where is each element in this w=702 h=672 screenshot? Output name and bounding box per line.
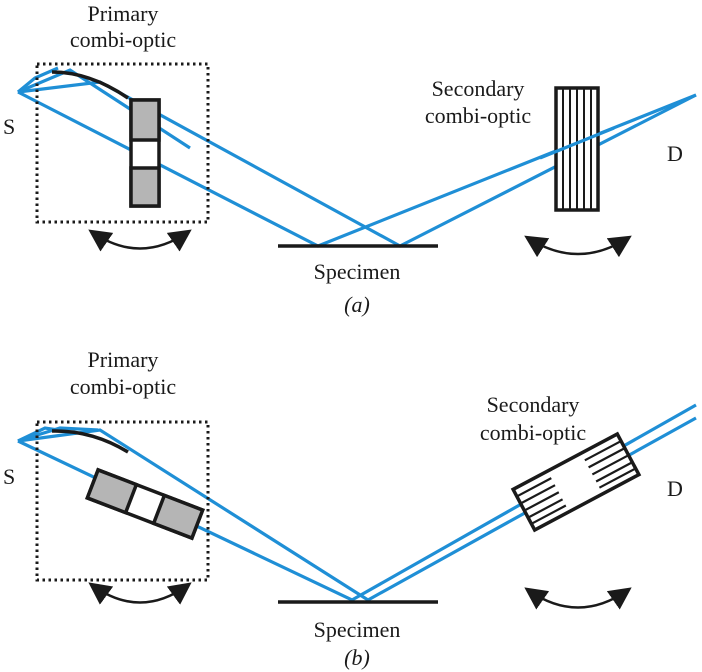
secondary-label-line2: combi-optic <box>480 420 587 445</box>
curved-mirror-icon <box>51 429 129 454</box>
panel-b: Primary combi-optic Secondary combi-opti… <box>3 347 697 670</box>
primary-optic-box-b <box>35 420 210 582</box>
primary-label-line2: combi-optic <box>70 374 177 399</box>
beam-through-secondary-a <box>539 126 615 160</box>
secondary-label-line1: Secondary <box>487 392 580 417</box>
primary-label-line1: Primary <box>88 1 159 26</box>
source-label: S <box>3 464 15 489</box>
curved-double-arrow-icon <box>88 582 192 605</box>
primary-slit-block-a <box>129 98 161 208</box>
primary-slit-block-b <box>85 467 205 541</box>
specimen-label: Specimen <box>314 617 401 642</box>
specimen-label: Specimen <box>314 259 401 284</box>
source-label: S <box>3 114 15 139</box>
detector-label: D <box>667 141 683 166</box>
secondary-optic-b <box>510 431 642 533</box>
primary-optic-box-a <box>35 62 210 224</box>
panel-caption: (a) <box>344 292 370 317</box>
curved-mirror-icon <box>51 70 129 100</box>
primary-label-line2: combi-optic <box>70 27 177 52</box>
detector-label: D <box>667 476 683 501</box>
curved-double-arrow-icon <box>88 229 192 252</box>
secondary-label-line2: combi-optic <box>425 103 532 128</box>
panel-a: Primary combi-optic Secondary combi-opti… <box>3 1 697 317</box>
secondary-label-line1: Secondary <box>432 76 525 101</box>
curved-double-arrow-icon <box>524 235 632 258</box>
secondary-optic-a <box>554 86 600 212</box>
curved-double-arrow-icon <box>524 587 632 610</box>
panel-caption: (b) <box>344 645 370 670</box>
primary-label-line1: Primary <box>88 347 159 372</box>
